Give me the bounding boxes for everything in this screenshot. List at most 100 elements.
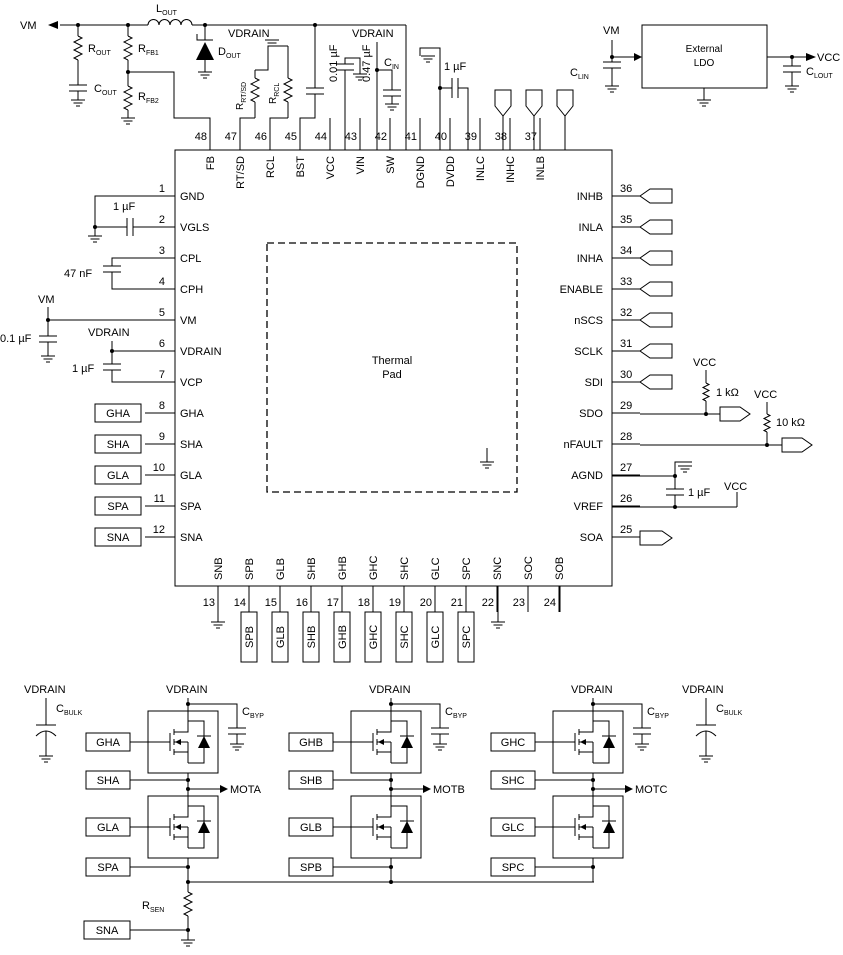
- pin-name: SCLK: [574, 346, 603, 358]
- net-label: SHC: [501, 775, 524, 787]
- pin-number: 43: [345, 131, 357, 143]
- pin-name: VREF: [574, 501, 604, 513]
- motor-output-arrow-icon: [220, 785, 228, 793]
- pin-number: 41: [405, 131, 417, 143]
- net-label-box: [364, 611, 382, 663]
- rfb1-label: RFB1: [138, 43, 159, 57]
- phase-vdrain-label: VDRAIN: [166, 684, 208, 696]
- pin-number: 4: [159, 276, 165, 288]
- bottom-peripherals: [210, 586, 561, 629]
- ldo-vm-label: VM: [603, 25, 620, 37]
- resistor-nfault-pullup: [762, 413, 772, 433]
- net-label-box: [94, 403, 142, 423]
- left-peripherals: 1 µF 47 nF VM 0.1 µF VDRAIN 1 µF: [0, 195, 175, 383]
- net-label: SNA: [107, 532, 130, 544]
- vm-cap-label: 0.1 µF: [0, 333, 32, 345]
- resistor-sdo-pullup: [701, 382, 711, 402]
- vm-left-label: VM: [38, 294, 55, 306]
- pin-number: 21: [451, 597, 463, 609]
- net-label: SHC: [399, 625, 411, 648]
- phase-vdrain-label: VDRAIN: [369, 684, 411, 696]
- pin-name: nFAULT: [563, 439, 603, 451]
- pin-name: SNA: [180, 532, 203, 544]
- net-label-box: [94, 527, 142, 547]
- pin-number: 5: [159, 307, 165, 319]
- net-label: SHA: [107, 439, 130, 451]
- pin-name: VIN: [355, 156, 367, 174]
- power-stage: VDRAIN CBULK VDRAIN CBULK VDRAINCBYPMOTA…: [24, 684, 743, 947]
- pin-name: VCC: [325, 156, 337, 179]
- cbyp-label: CBYP: [445, 706, 467, 720]
- pin-number: 30: [620, 369, 632, 381]
- pin-name: GHB: [337, 556, 349, 580]
- pin-name: SPA: [180, 501, 202, 513]
- pin-number: 24: [544, 597, 556, 609]
- pin-number: 35: [620, 214, 632, 226]
- cp-cap-label: 47 nF: [64, 268, 92, 280]
- net-label: SPA: [107, 501, 129, 513]
- vcp-cap-label: 1 µF: [72, 363, 95, 375]
- pin-number: 2: [159, 214, 165, 226]
- pin-number: 34: [620, 245, 632, 257]
- net-label: SHA: [97, 775, 120, 787]
- sdo-output-flag-icon: [719, 406, 751, 422]
- pin-name: AGND: [571, 470, 603, 482]
- pin-name: INLA: [579, 222, 604, 234]
- motor-output-label: MOTB: [433, 784, 465, 796]
- net-label: GLB: [300, 822, 322, 834]
- pin-name: FB: [205, 156, 217, 170]
- pin-name: RT/SD: [235, 156, 247, 189]
- pin-name: CPL: [180, 253, 201, 265]
- net-label: GLA: [107, 470, 130, 482]
- vdrain-bulk-left-label: VDRAIN: [24, 684, 66, 696]
- ldo-box: [641, 24, 768, 89]
- net-label: SHB: [300, 775, 323, 787]
- net-label: SPA: [97, 862, 119, 874]
- pin-number: 19: [389, 597, 401, 609]
- pin-name: SDI: [585, 377, 603, 389]
- pin-number: 42: [375, 131, 387, 143]
- net-label: GHB: [299, 737, 323, 749]
- pin-name: DVDD: [445, 156, 457, 187]
- lout-label: LOUT: [156, 3, 178, 17]
- pin-name: GLA: [180, 470, 203, 482]
- cout-label: COUT: [94, 83, 117, 97]
- pin-name: SOC: [523, 556, 535, 580]
- input-flag-icon: [639, 281, 673, 297]
- pin-name: SPB: [244, 558, 256, 580]
- pin-number: 16: [296, 597, 308, 609]
- pin-number: 9: [159, 431, 165, 443]
- resistor-rfb1: [122, 35, 134, 61]
- pin-number: 47: [225, 131, 237, 143]
- pin-number: 27: [620, 462, 632, 474]
- pin-number: 11: [154, 493, 165, 505]
- net-label: GLC: [502, 822, 525, 834]
- inhc-input-flag-icon: [525, 89, 543, 150]
- net-label-box: [240, 611, 258, 663]
- pin-name: GLC: [430, 557, 442, 580]
- net-label: SPB: [244, 626, 256, 648]
- input-flag-icon: [639, 312, 673, 328]
- nfault-resistor-label: 10 kΩ: [776, 417, 805, 429]
- pin-number: 32: [620, 307, 632, 319]
- net-label: SPC: [502, 862, 525, 874]
- net-label-box: [302, 611, 320, 663]
- ldo-output-arrow-icon: [806, 53, 816, 61]
- pin-number: 7: [159, 369, 165, 381]
- pin-number: 37: [525, 131, 537, 143]
- pin-number: 22: [482, 597, 494, 609]
- rfb2-label: RFB2: [138, 91, 159, 105]
- inductor-lout: [147, 19, 193, 26]
- dvdd-cap-label: 1 µF: [444, 61, 467, 73]
- cin-label: CIN: [384, 57, 399, 71]
- vdrain-top-label-1: VDRAIN: [228, 28, 270, 40]
- net-label: SPB: [300, 862, 322, 874]
- input-flag-icon: [639, 343, 673, 359]
- pin-name: DGND: [415, 156, 427, 188]
- pin-number: 40: [435, 131, 447, 143]
- pin-name: SPC: [461, 557, 473, 580]
- cbulk-right-label: CBULK: [716, 703, 743, 717]
- motor-output-label: MOTC: [635, 784, 667, 796]
